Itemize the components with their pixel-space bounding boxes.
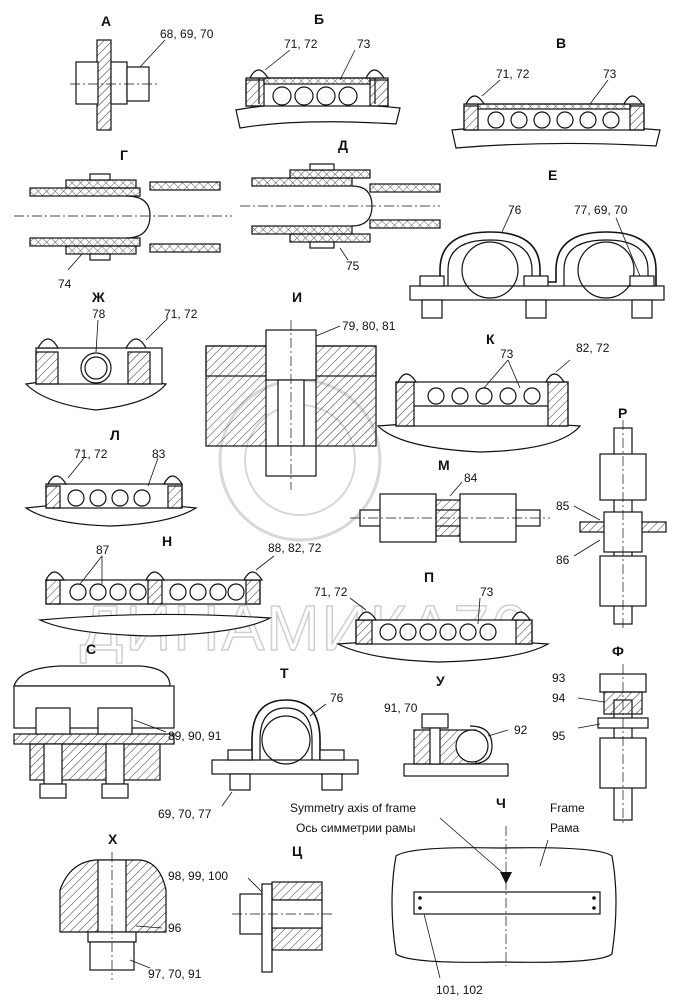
callout-u-1: 91, 70 bbox=[384, 701, 418, 715]
callout-u-2: 92 bbox=[514, 723, 528, 737]
view-e bbox=[409, 209, 665, 319]
callout-zh-1: 78 bbox=[92, 307, 106, 321]
view-letter-u: У bbox=[436, 673, 445, 689]
callout-k-2: 82, 72 bbox=[576, 341, 610, 355]
callout-i-1: 79, 80, 81 bbox=[342, 319, 396, 333]
view-n bbox=[37, 555, 275, 637]
view-b bbox=[235, 49, 401, 129]
callout-a-1: 68, 69, 70 bbox=[160, 27, 214, 41]
view-d bbox=[240, 163, 441, 261]
view-letter-i: И bbox=[292, 289, 302, 305]
view-l bbox=[24, 457, 198, 527]
view-f bbox=[577, 664, 649, 824]
callout-e-2: 77, 69, 70 bbox=[574, 203, 628, 217]
callout-t-1: 76 bbox=[330, 691, 344, 705]
frame-label-en: Frame bbox=[550, 801, 585, 815]
view-ch bbox=[391, 817, 617, 979]
callout-n-1: 87 bbox=[96, 543, 110, 557]
view-letter-k: К bbox=[486, 331, 495, 347]
callout-l-1: 71, 72 bbox=[74, 447, 108, 461]
view-letter-t: Т bbox=[280, 665, 289, 681]
view-ts bbox=[232, 877, 332, 973]
callout-t-2: 69, 70, 77 bbox=[158, 807, 212, 821]
view-t bbox=[211, 699, 359, 807]
callout-v-1: 71, 72 bbox=[496, 67, 530, 81]
callout-f-2: 94 bbox=[552, 691, 566, 705]
view-letter-m: М bbox=[438, 457, 450, 473]
view-letter-d: Д bbox=[338, 137, 348, 153]
view-letter-a: А bbox=[101, 13, 111, 29]
view-letter-r: Р bbox=[618, 405, 627, 421]
callout-f-3: 95 bbox=[552, 729, 566, 743]
callout-e-1: 76 bbox=[508, 203, 522, 217]
view-letter-v: В bbox=[556, 35, 566, 51]
view-ch-labels: Symmetry axis of frame Ось симметрии рам… bbox=[290, 801, 585, 835]
view-letter-kh: Х bbox=[108, 831, 118, 847]
view-letter-ch: Ч bbox=[496, 795, 506, 811]
view-letter-ts: Ц bbox=[292, 843, 303, 859]
view-letter-e: Е bbox=[548, 167, 557, 183]
callout-r-2: 86 bbox=[556, 553, 570, 567]
callout-k-1: 73 bbox=[500, 347, 514, 361]
callout-p-2: 73 bbox=[480, 585, 494, 599]
callout-r-1: 85 bbox=[556, 499, 570, 513]
callout-ts-1: 98, 99, 100 bbox=[168, 869, 228, 883]
callout-m-1: 84 bbox=[464, 471, 478, 485]
view-letters: А Б В Г Д Е Ж И К Л М Р Н П С Т У Ф Х Ц … bbox=[86, 11, 627, 859]
view-u bbox=[403, 713, 509, 777]
view-v bbox=[451, 79, 661, 149]
callout-zh-2: 71, 72 bbox=[164, 307, 198, 321]
view-letter-b: Б bbox=[314, 11, 324, 27]
callout-b-1: 71, 72 bbox=[284, 37, 318, 51]
callouts: 68, 69, 70 71, 72 73 71, 72 73 74 75 76 … bbox=[58, 27, 628, 997]
view-letter-n: Н bbox=[162, 533, 172, 549]
callout-d-1: 75 bbox=[346, 259, 360, 273]
callout-g-1: 74 bbox=[58, 277, 72, 291]
callout-s-1: 89, 90, 91 bbox=[168, 729, 222, 743]
callout-f-1: 93 bbox=[552, 671, 566, 685]
callout-l-2: 83 bbox=[152, 447, 166, 461]
view-kh bbox=[59, 852, 167, 980]
callout-kh-2: 97, 70, 91 bbox=[148, 967, 202, 981]
view-p bbox=[335, 597, 551, 663]
callout-v-2: 73 bbox=[603, 67, 617, 81]
symmetry-axis-label-ru: Ось симметрии рамы bbox=[296, 821, 416, 835]
callout-kh-1: 96 bbox=[168, 921, 182, 935]
symmetry-axis-label-en: Symmetry axis of frame bbox=[290, 801, 416, 815]
view-i bbox=[205, 320, 377, 490]
view-a bbox=[70, 39, 166, 131]
view-letter-l: Л bbox=[110, 427, 120, 443]
view-r bbox=[573, 420, 667, 630]
frame-label-ru: Рама bbox=[550, 821, 580, 835]
view-zh bbox=[24, 317, 169, 411]
callout-n-2: 88, 82, 72 bbox=[268, 541, 322, 555]
view-m bbox=[350, 481, 550, 543]
callout-b-2: 73 bbox=[357, 37, 371, 51]
view-letter-p: П bbox=[424, 569, 434, 585]
view-k bbox=[376, 359, 582, 453]
callout-ch-1: 101, 102 bbox=[436, 983, 483, 997]
view-g bbox=[14, 173, 232, 271]
view-s bbox=[13, 665, 175, 799]
view-letter-s: С bbox=[86, 641, 96, 657]
view-letter-g: Г bbox=[120, 147, 128, 163]
view-letter-zh: Ж bbox=[91, 289, 105, 305]
callout-p-1: 71, 72 bbox=[314, 585, 348, 599]
view-letter-f: Ф bbox=[612, 643, 624, 659]
